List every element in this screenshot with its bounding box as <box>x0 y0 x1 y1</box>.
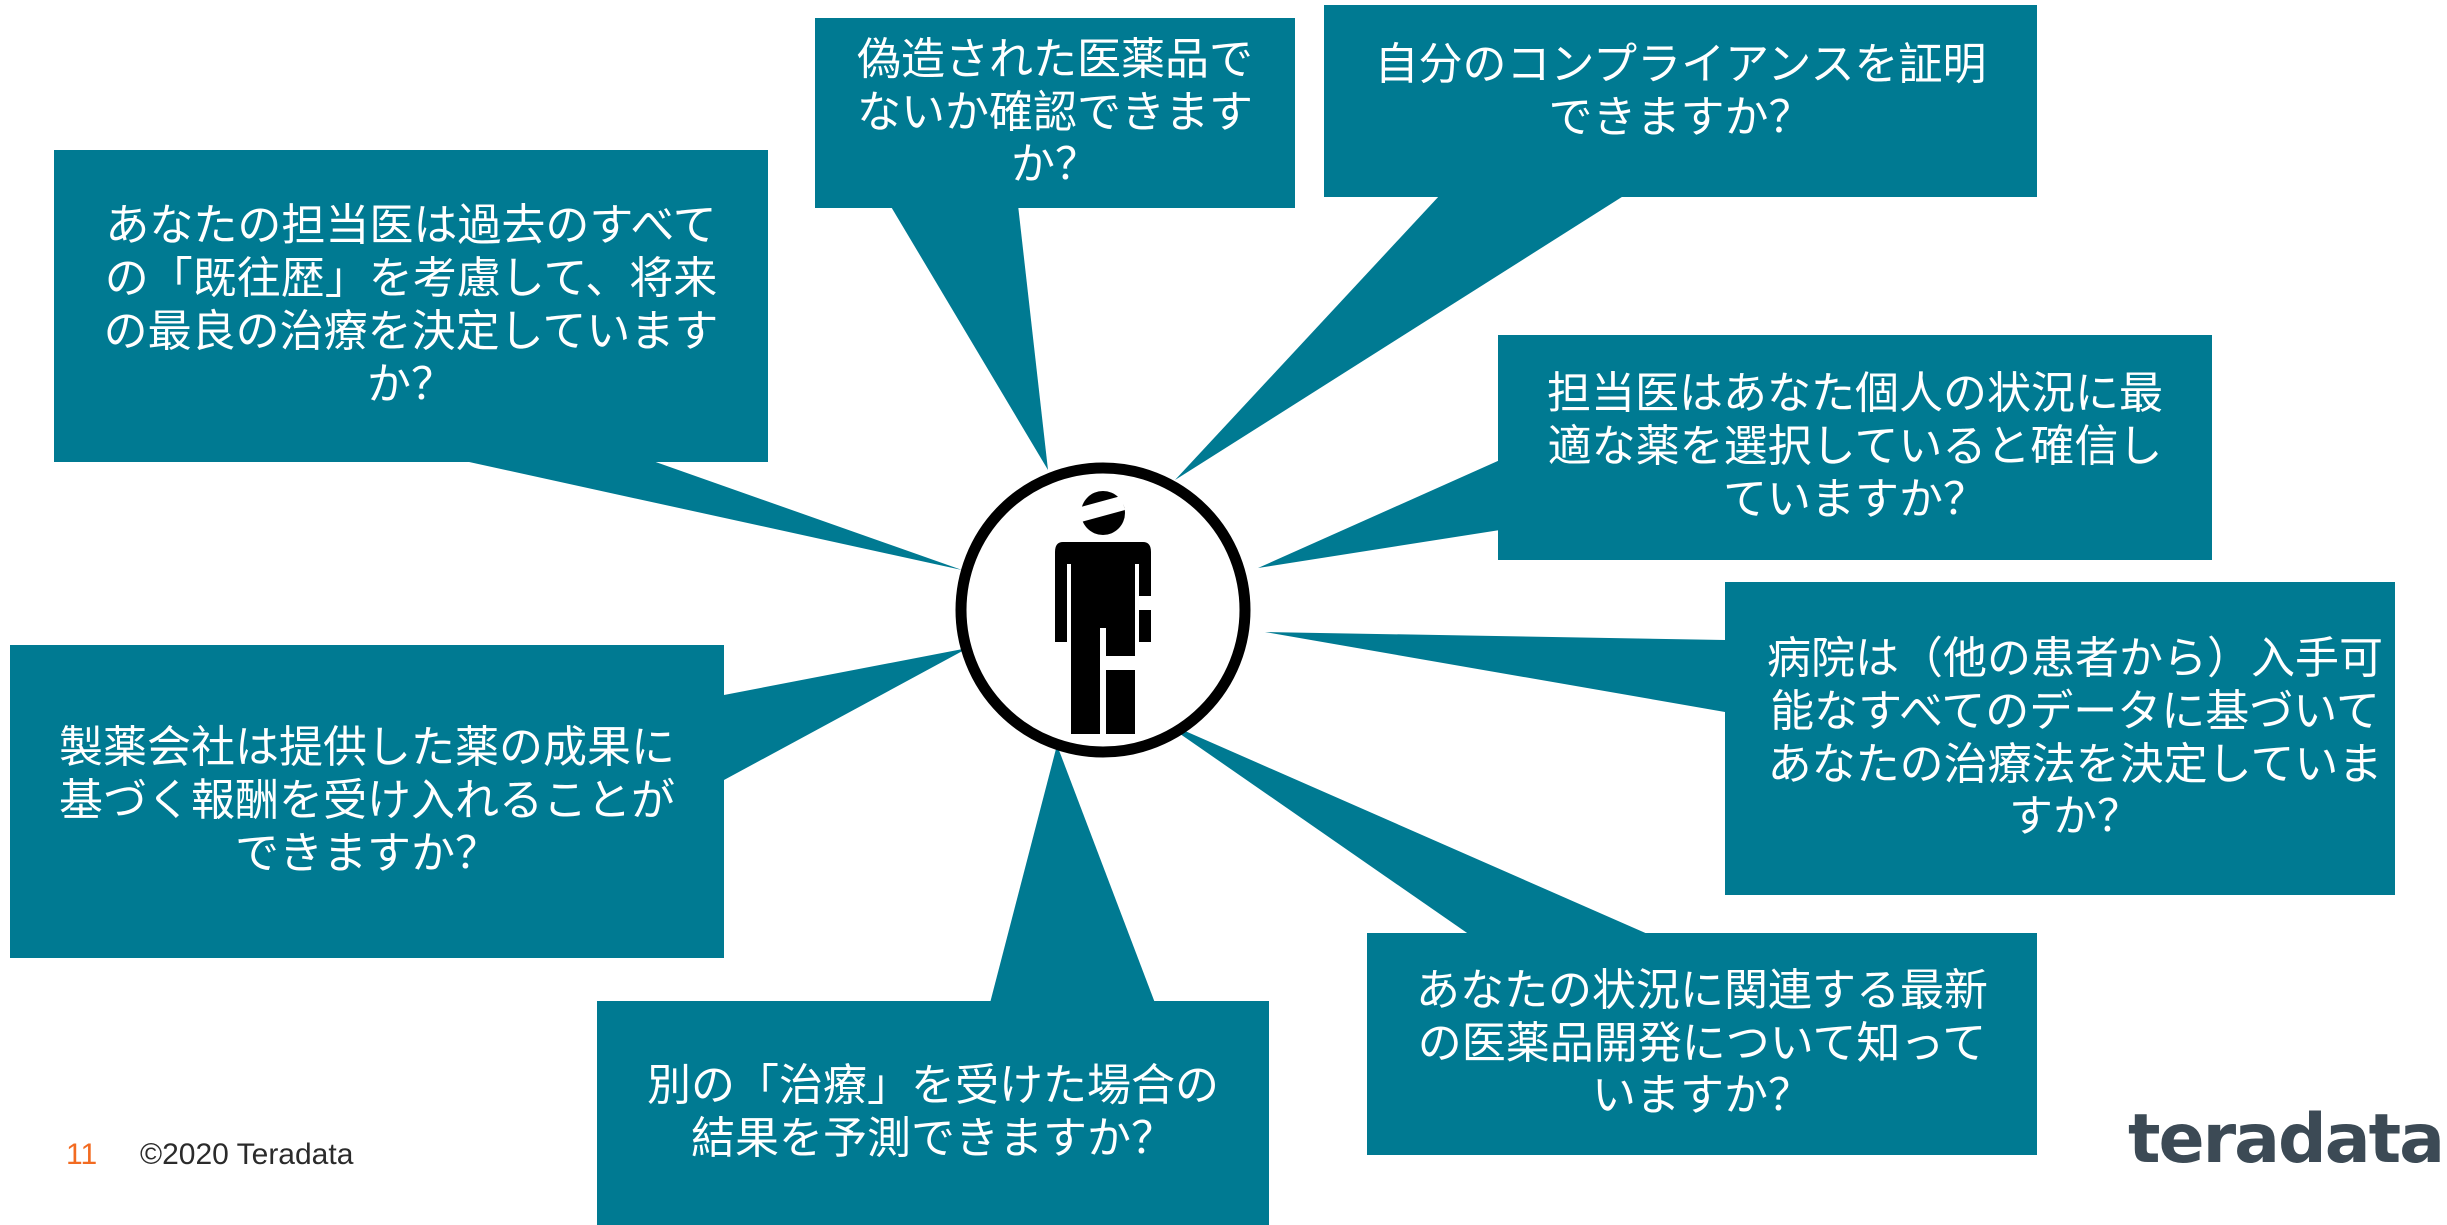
bubble-line: 自分のコンプライアンスを証明 <box>1374 39 1987 90</box>
bubble-optimal: 担当医はあなた個人の状況に最 適な薬を選択していると確信し ていますか？ <box>1498 335 2212 560</box>
bubble-text: 製薬会社は提供した薬の成果に 基づく報酬を受け入れることが できますか？ <box>59 722 675 880</box>
bubble-line: か？ <box>367 358 455 410</box>
icon-arm-bandage <box>1137 596 1153 610</box>
bubble-line: あなたの治療法を決定していま <box>1767 738 2383 790</box>
tail-pharma <box>724 648 968 780</box>
teradata-logo: teradata. <box>2128 1100 2447 1179</box>
bubble-text: あなたの担当医は過去のすべて の「既往歴」を考慮して、将来 の最良の治療を決定し… <box>104 200 719 411</box>
tail-counterfeit <box>890 205 1048 470</box>
bubble-line: 偽造された医薬品で <box>857 33 1253 85</box>
bubble-pharma: 製薬会社は提供した薬の成果に 基づく報酬を受け入れることが できますか？ <box>10 645 724 958</box>
icon-leg-left <box>1071 628 1100 734</box>
bubble-text: 別の「治療」を受けた場合の 結果を予測できますか？ <box>647 1060 1219 1166</box>
bubble-predict: 別の「治療」を受けた場合の 結果を予測できますか？ <box>597 1001 1269 1225</box>
bubble-line: ないか確認できます <box>857 86 1253 138</box>
bubble-compliance: 自分のコンプライアンスを証明 できますか？ <box>1324 5 2037 197</box>
bubble-line: できますか？ <box>1548 91 1813 143</box>
bubble-line: 基づく報酬を受け入れることが <box>59 775 675 827</box>
icon-torso <box>1055 542 1151 642</box>
tail-predict <box>990 745 1155 1003</box>
bubble-latest: あなたの状況に関連する最新 の医薬品開発について知って いますか？ <box>1367 933 2037 1155</box>
bubble-text: 自分のコンプライアンスを証明 できますか？ <box>1374 39 1986 145</box>
bubble-line: 適な薬を選択していると確信し <box>1547 421 2163 473</box>
icon-leg-bottom <box>1106 700 1135 734</box>
bubble-hospital: 病院は（他の患者から）入手可 能なすべてのデータに基づいて あなたの治療法を決定… <box>1725 582 2395 895</box>
bubble-line: 別の「治療」を受けた場合の <box>647 1060 1219 1112</box>
tail-latest <box>1160 720 1650 935</box>
bubble-line: あなたの担当医は過去のすべて <box>105 200 717 252</box>
icon-head-bandage <box>1077 496 1125 522</box>
icon-leg-cast <box>1106 656 1135 670</box>
bubble-text: 偽造された医薬品で ないか確認できます か？ <box>857 34 1253 192</box>
bubble-line: すか？ <box>2009 791 2141 843</box>
bubble-line: 製薬会社は提供した薬の成果に <box>59 722 675 774</box>
bubble-line: 病院は（他の患者から）入手可 <box>1767 632 2383 684</box>
page-number: 11 <box>66 1138 98 1171</box>
logo-text: teradata <box>2128 1100 2445 1179</box>
bubble-counterfeit: 偽造された医薬品で ないか確認できます か？ <box>815 18 1295 208</box>
tail-hospital <box>1265 632 1725 712</box>
bubble-line: できますか？ <box>235 827 499 879</box>
tail-compliance <box>1175 195 1625 480</box>
tail-history <box>460 460 962 570</box>
bubble-line: の「既往歴」を考慮して、将来 <box>104 253 718 305</box>
bubble-text: 病院は（他の患者から）入手可 能なすべてのデータに基づいて あなたの治療法を決定… <box>1767 633 2383 844</box>
copyright: ©2020 Teradata <box>140 1138 354 1171</box>
bubble-text: あなたの状況に関連する最新 の医薬品開発について知って いますか？ <box>1416 965 1988 1123</box>
bubble-line: 能なすべてのデータに基づいて <box>1770 685 2380 737</box>
bubble-line: 担当医はあなた個人の状況に最 <box>1547 368 2163 420</box>
bubble-line: 結果を予測できますか？ <box>691 1113 1175 1164</box>
tail-optimal <box>1258 460 1500 568</box>
bubble-line: いますか？ <box>1592 1070 1812 1122</box>
bubble-line: ていますか？ <box>1723 473 1987 525</box>
bubble-line: の最良の治療を決定しています <box>103 306 719 357</box>
logo-dot: . <box>2443 1100 2447 1179</box>
bubble-history: あなたの担当医は過去のすべて の「既往歴」を考慮して、将来 の最良の治療を決定し… <box>54 150 768 462</box>
bubble-text: 担当医はあなた個人の状況に最 適な薬を選択していると確信し ていますか？ <box>1547 368 2163 526</box>
injured-person-icon <box>955 462 1251 758</box>
bubble-line: あなたの状況に関連する最新 <box>1416 964 1988 1016</box>
bubble-line: か？ <box>1011 139 1099 191</box>
bubble-line: の医薬品開発について知って <box>1417 1017 1987 1069</box>
